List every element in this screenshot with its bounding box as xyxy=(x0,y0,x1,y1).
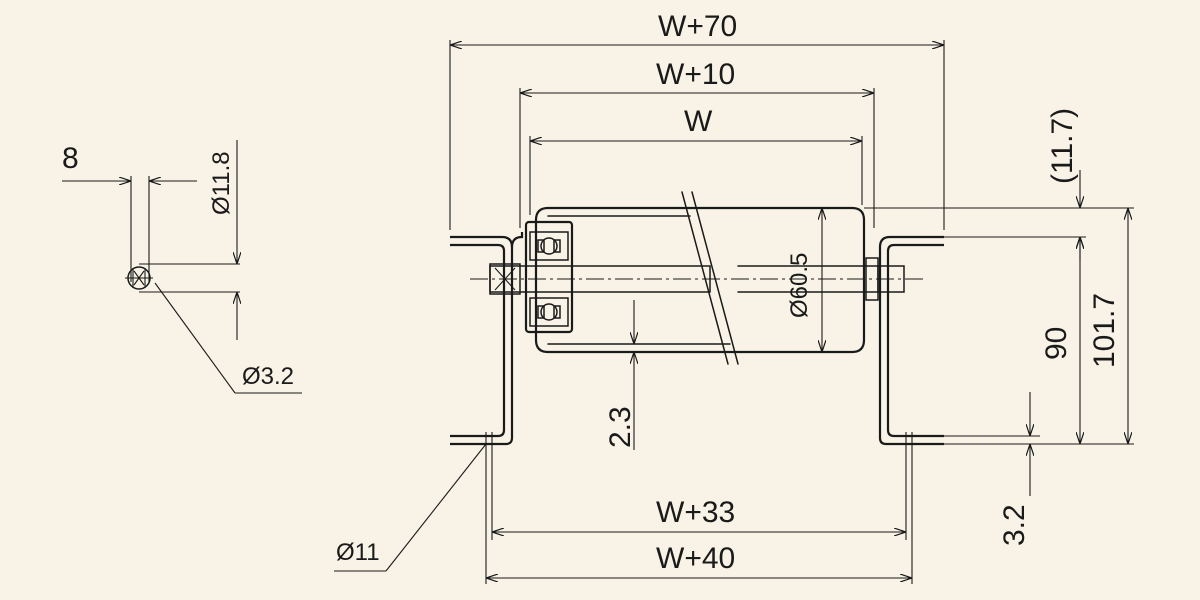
right-bracket xyxy=(878,235,944,446)
dim-hole-diameter-3-2: Ø3.2 xyxy=(242,363,294,390)
height-dimensions-right: (11.7) 90 101.7 3.2 xyxy=(864,108,1134,546)
dim-101-7: 101.7 xyxy=(1088,293,1121,368)
dim-w-plus-33: W+33 xyxy=(656,496,735,529)
roller-tube xyxy=(534,206,866,354)
dim-shaft-diameter-11-8: Ø11.8 xyxy=(208,151,235,215)
dim-w-plus-10: W+10 xyxy=(656,58,735,91)
bearing-ball-bottom xyxy=(540,303,558,321)
width-dimensions-bottom: W+33 W+40 Ø11 xyxy=(334,432,913,584)
bearing-ball-top xyxy=(540,237,558,255)
wall-thickness-dimension: 2.3 xyxy=(604,300,640,450)
break-line xyxy=(681,191,729,365)
bearing-housing xyxy=(524,220,574,334)
dim-roller-diameter-60-5: Ø60.5 xyxy=(786,253,813,318)
dim-3-2: 3.2 xyxy=(998,504,1031,546)
dim-hole-diameter-11: Ø11 xyxy=(336,539,380,566)
dim-wall-2-3: 2.3 xyxy=(604,406,637,448)
left-bracket xyxy=(450,235,514,446)
dim-8: 8 xyxy=(62,142,79,175)
dim-w: W xyxy=(684,105,713,138)
dim-11-7: (11.7) xyxy=(1046,108,1079,184)
shaft-end-detail: 8 Ø11.8 Ø3.2 xyxy=(62,140,302,394)
width-dimensions-top: W+70 W+10 W xyxy=(449,10,945,230)
roller-diameter-dimension: Ø60.5 xyxy=(786,208,822,352)
roller-assembly xyxy=(450,191,944,446)
dim-w-plus-40: W+40 xyxy=(656,542,735,575)
dim-w-plus-70: W+70 xyxy=(658,10,737,43)
dim-90: 90 xyxy=(1040,327,1073,360)
